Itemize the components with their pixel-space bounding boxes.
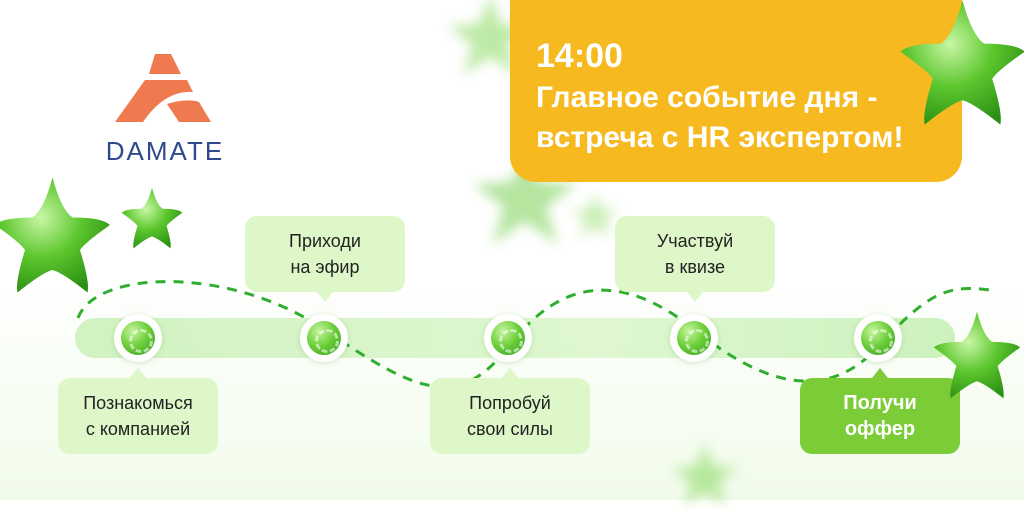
step-node-2 <box>300 314 348 362</box>
step-label-5: Получи оффер <box>800 368 960 454</box>
step-label-1: Познакомься с компанией <box>58 368 218 454</box>
star-icon <box>0 177 110 293</box>
star-icon <box>900 0 1024 125</box>
step-node-4 <box>670 314 718 362</box>
green-orb-icon <box>677 321 711 355</box>
star-icon <box>933 311 1021 399</box>
brand-name: DAMATE <box>105 136 225 166</box>
background-star <box>672 443 738 507</box>
step-node-3 <box>484 314 532 362</box>
step-node-5 <box>854 314 902 362</box>
event-description: Главное событие дня - встреча с HR экспе… <box>536 81 904 154</box>
step-label-2: Приходи на эфир <box>245 216 405 302</box>
step-label-4: Участвуй в квизе <box>615 216 775 302</box>
logo-mark-icon <box>115 54 211 122</box>
step-node-1 <box>114 314 162 362</box>
star-icon <box>121 187 183 249</box>
background-star <box>571 192 619 238</box>
brand-logo: DAMATE <box>95 52 235 166</box>
background-star <box>473 145 577 245</box>
green-orb-icon <box>307 321 341 355</box>
event-card: 14:00 Главное событие дня - встреча с HR… <box>510 0 962 182</box>
green-orb-icon <box>861 321 895 355</box>
step-label-3: Попробуй свои силы <box>430 368 590 454</box>
background-star <box>447 0 533 76</box>
green-orb-icon <box>491 321 525 355</box>
event-time: 14:00 <box>536 37 623 75</box>
green-orb-icon <box>121 321 155 355</box>
